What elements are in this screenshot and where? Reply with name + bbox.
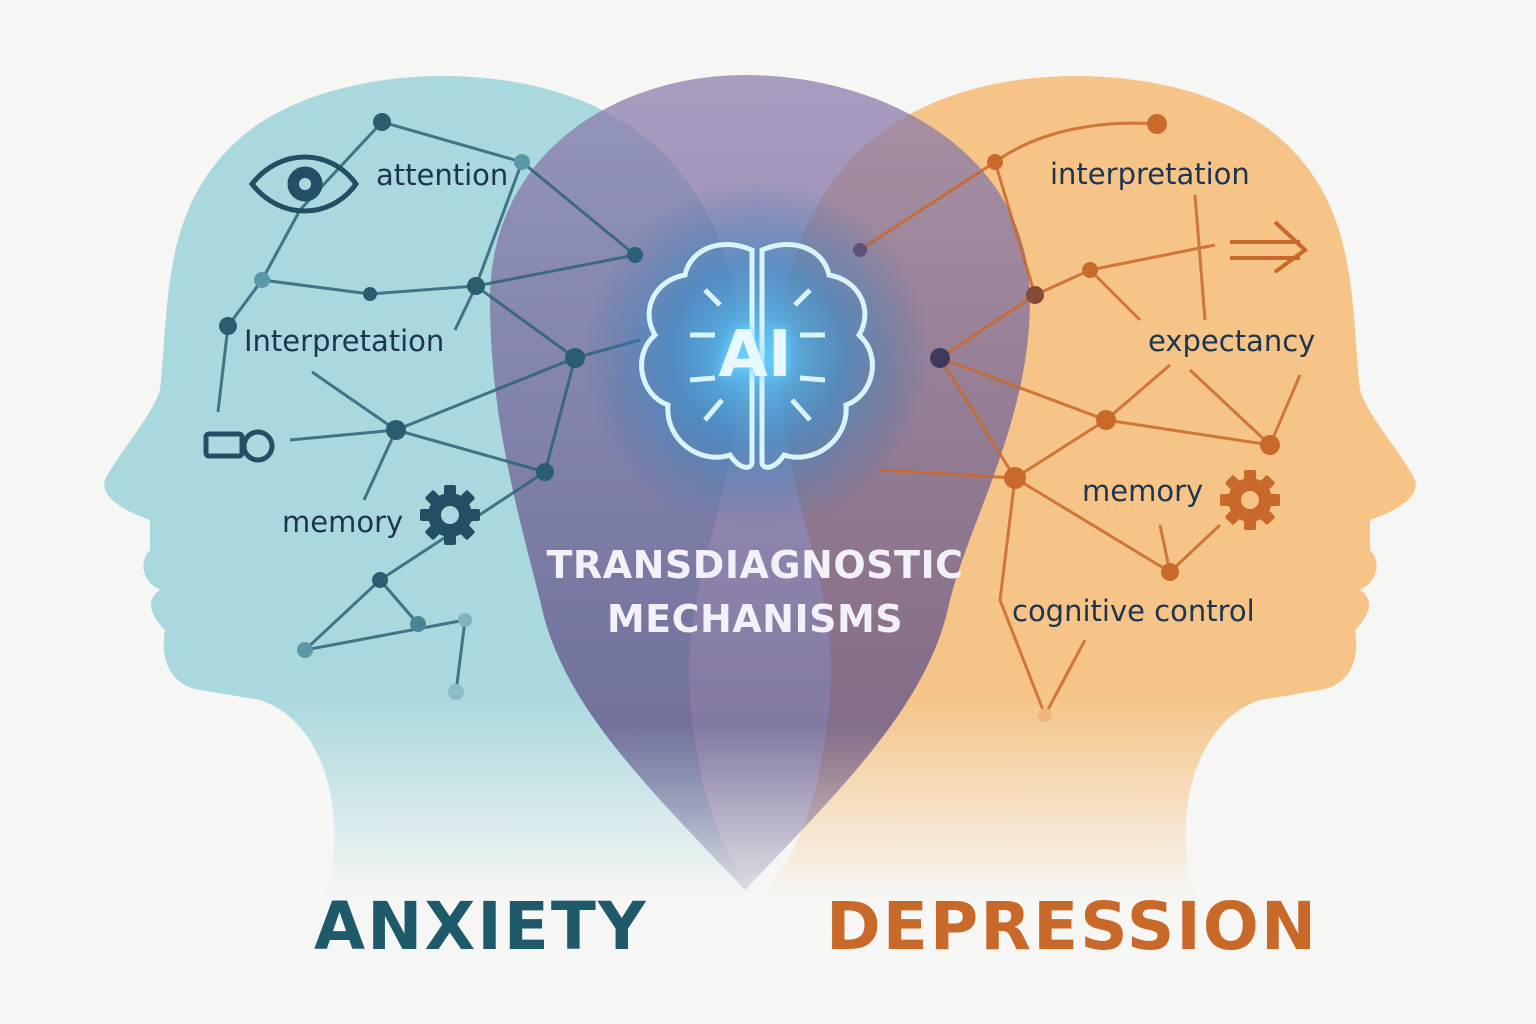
- center-title-line1: TRANSDIAGNOSTIC: [546, 543, 964, 587]
- anxiety-label-memory: memory: [282, 505, 404, 539]
- key-gear-icon: [203, 429, 275, 463]
- depression-label-memory: memory: [1082, 474, 1204, 508]
- arrow-icon: [1230, 220, 1309, 274]
- depression-label-cognitive-control: cognitive control: [1012, 594, 1255, 628]
- center-title-line2: MECHANISMS: [606, 597, 904, 641]
- ai-badge: AI: [718, 318, 792, 392]
- gear-icon: [1220, 470, 1280, 530]
- gear-icon: [420, 485, 480, 545]
- brain-icon: [639, 242, 875, 470]
- depression-title: DEPRESSION: [826, 888, 1319, 965]
- ai-glow: [582, 180, 932, 530]
- anxiety-title: ANXIETY: [314, 888, 648, 965]
- anxiety-nodes: [219, 113, 643, 700]
- depression-nodes: [853, 114, 1280, 722]
- anxiety-label-interpretation: Interpretation: [244, 324, 445, 358]
- eye-icon: [248, 154, 360, 214]
- depression-label-interpretation: interpretation: [1050, 157, 1250, 191]
- anxiety-label-attention: attention: [376, 158, 509, 192]
- depression-label-expectancy: expectancy: [1148, 324, 1316, 358]
